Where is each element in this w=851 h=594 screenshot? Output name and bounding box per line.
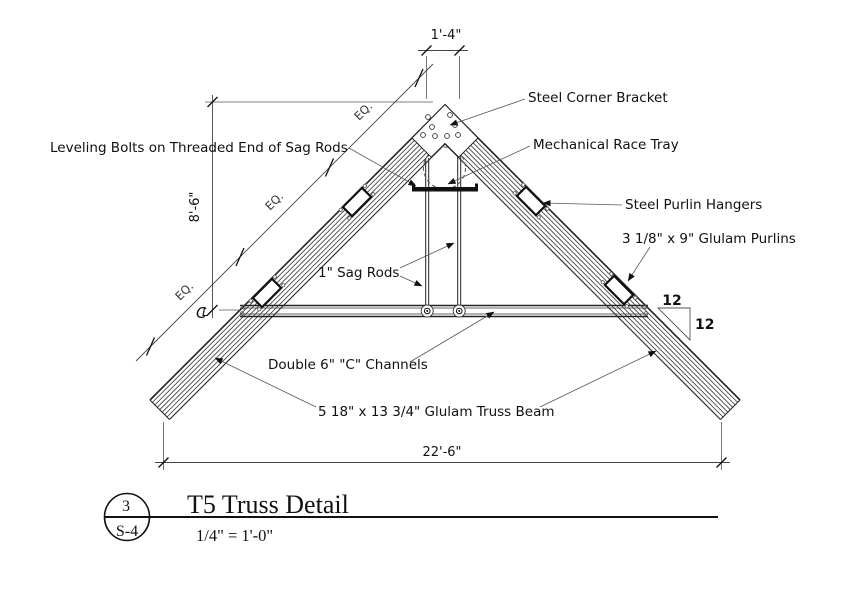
right-glulam-beam xyxy=(444,104,741,420)
purlin-hanger xyxy=(248,274,286,312)
label-steel-corner-bracket: Steel Corner Bracket xyxy=(528,90,668,106)
leader-truss-beam-right xyxy=(539,350,657,408)
bracket-bolts xyxy=(420,112,461,139)
leader-leveling-bolts xyxy=(348,147,417,187)
leader-c-channels xyxy=(409,311,495,363)
sag-rod-nut-left xyxy=(420,304,434,318)
leader-sag-rod-right xyxy=(399,242,455,269)
dim-ridge-offset-text: 1'-4" xyxy=(431,28,462,43)
leader-purlin-hangers xyxy=(542,199,623,207)
label-sag-rods: 1" Sag Rods xyxy=(318,265,399,281)
eq-label: EQ. xyxy=(172,279,196,303)
label-steel-purlin-hangers: Steel Purlin Hangers xyxy=(625,197,762,213)
slope-triangle: 12 12 xyxy=(656,293,714,342)
leader-glulam-purlins xyxy=(627,246,651,282)
sheet-number: S-4 xyxy=(116,523,138,540)
race-tray-support xyxy=(412,183,478,192)
sag-rod-nut-right xyxy=(452,304,466,318)
detail-scale: 1/4" = 1'-0" xyxy=(196,526,273,545)
title-block: 3 S-4 T5 Truss Detail 1/4" = 1'-0" xyxy=(103,490,718,545)
label-c-channels: Double 6" "C" Channels xyxy=(268,357,428,373)
left-beam-laminations xyxy=(152,109,446,418)
sag-rod-left xyxy=(425,158,430,309)
label-glulam-purlins: 3 1/8" x 9" Glulam Purlins xyxy=(622,231,796,247)
leader-truss-beam-left xyxy=(214,357,317,408)
right-beam-laminations xyxy=(444,109,738,418)
dim-span-text: 22'-6" xyxy=(422,445,461,460)
label-glulam-truss-beam: 5 18" x 13 3/4" Glulam Truss Beam xyxy=(318,404,555,420)
c-channels xyxy=(239,304,649,318)
purlin-hanger xyxy=(600,271,638,309)
label-leveling-bolts: Leveling Bolts on Threaded End of Sag Ro… xyxy=(50,140,348,156)
centerline-symbol: C L xyxy=(196,304,209,322)
slope-run-text: 12 xyxy=(662,293,681,309)
steel-corner-bracket xyxy=(411,103,479,158)
dim-height-text: 8'-6" xyxy=(188,192,203,223)
eq-label: EQ. xyxy=(351,99,375,123)
centerline-l: L xyxy=(202,304,209,319)
detail-number: 3 xyxy=(122,498,130,515)
leader-lines xyxy=(214,98,657,408)
label-mechanical-race-tray: Mechanical Race Tray xyxy=(533,137,679,153)
dimension-height: 8'-6" xyxy=(188,95,433,318)
detail-title: T5 Truss Detail xyxy=(187,490,349,519)
purlin-hanger xyxy=(338,183,376,221)
leader-steel-corner-bracket xyxy=(449,98,526,126)
centerline-c: C xyxy=(196,304,207,322)
left-glulam-beam xyxy=(149,104,446,420)
leader-mechanical-race-tray xyxy=(447,145,531,185)
eq-label: EQ. xyxy=(262,189,286,213)
slope-rise-text: 12 xyxy=(695,317,714,333)
dimension-ridge-offset: 1'-4" xyxy=(418,28,468,99)
dimension-span: 22'-6" xyxy=(155,422,730,470)
leader-sag-rod-left xyxy=(399,275,423,287)
race-tray-conduit-circle xyxy=(423,146,466,190)
purlin-hanger xyxy=(512,182,550,220)
